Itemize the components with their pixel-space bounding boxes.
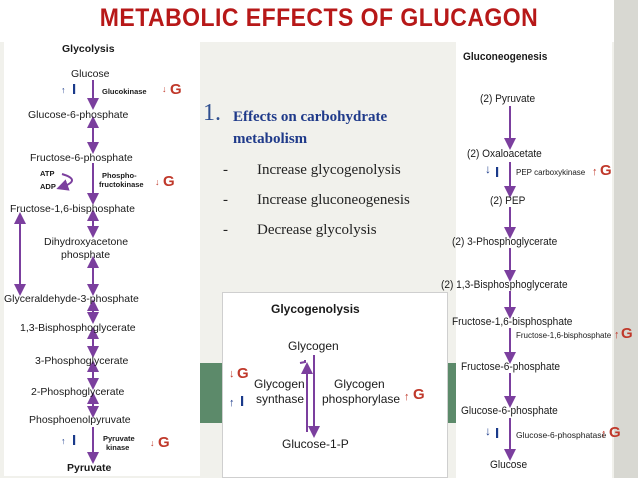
glucagon-icon-6: G	[600, 162, 612, 179]
glycogenolysis-glycogen: Glycogen	[288, 339, 339, 353]
insulin-up-arrow-2: ↑	[61, 436, 66, 446]
glucagon-up-arrow-1: ↑	[404, 391, 410, 403]
synthase-line1: Glycogen	[254, 377, 305, 391]
glycolysis-g6p: Glucose-6-phosphate	[28, 109, 129, 121]
gng-oaa: (2) Oxaloacetate	[467, 148, 542, 160]
glucagon-up-arrow-4: ↑	[601, 428, 607, 440]
glucagon-up-arrow-2: ↑	[592, 166, 598, 178]
gng-3pg: (2) 3-Phosphoglycerate	[452, 236, 558, 248]
glycolysis-f6p: Fructose-6-phosphate	[30, 152, 133, 164]
glycolysis-dhap-line1: Dihydroxyacetone	[44, 236, 129, 248]
glucagon-icon-3: G	[158, 434, 170, 451]
glycolysis-pep: Phosphoenolpyruvate	[29, 414, 131, 426]
adp-label: ADP	[40, 182, 56, 191]
glucagon-icon-1: G	[170, 81, 182, 98]
glycolysis-f16bp: Fructose-1,6-bisphosphate	[10, 203, 135, 215]
glycolysis-pyruvate: Pyruvate	[67, 462, 112, 474]
glucagon-icon-8: G	[609, 424, 621, 441]
gng-f16bp: Fructose-1,6-bisphosphate	[452, 316, 573, 328]
glucagon-icon-2: G	[163, 173, 175, 190]
glycolysis-dhap-line2: phosphate	[61, 249, 111, 261]
atp-label: ATP	[40, 169, 55, 178]
effects-heading: Effects on carbohydrate metabolism	[233, 106, 387, 150]
glycolysis-2pg: 2-Phosphoglycerate	[31, 386, 125, 398]
effects-heading-line1: Effects on carbohydrate	[233, 109, 388, 125]
glycolysis-3pg: 3-Phosphoglycerate	[35, 355, 129, 367]
insulin-down-arrow-2: ↓	[485, 424, 491, 438]
insulin-icon-3: I	[240, 393, 245, 410]
arrow-atp-adp	[56, 173, 73, 191]
enzyme-glucokinase: Glucokinase	[102, 87, 147, 96]
gng-g6p: Glucose-6-phosphate	[461, 405, 558, 417]
bullet-dash-1: -	[223, 162, 228, 178]
bullet-glycolysis: -Decrease glycolysis	[223, 222, 377, 238]
gng-bpg: (2) 1,3-Bisphosphoglycerate	[441, 279, 568, 291]
insulin-icon-1: I	[72, 81, 77, 98]
title-bar-background	[0, 0, 638, 42]
glycolysis-heading: Glycolysis	[62, 43, 115, 55]
gng-f6p: Fructose-6-phosphate	[461, 361, 561, 373]
insulin-icon-4: I	[495, 164, 500, 181]
gng-pep: (2) PEP	[490, 195, 526, 207]
bullet-dash-3: -	[223, 222, 228, 238]
phosphorylase-line1: Glycogen	[334, 377, 385, 391]
enzyme-g6pase: Glucose-6-phosphatase	[516, 430, 607, 440]
phosphorylase-line2: phosphorylase	[322, 392, 401, 406]
glycogen-stub	[299, 360, 306, 364]
bullet-glycogenolysis: -Increase glycogenolysis	[223, 162, 401, 178]
glycogenolysis-panel	[222, 292, 448, 478]
gluconeogenesis-heading: Gluconeogenesis	[463, 51, 548, 63]
glycolysis-bpg: 1,3-Bisphosphoglycerate	[20, 322, 136, 334]
insulin-icon-5: I	[495, 425, 500, 442]
enzyme-pk-line2: kinase	[106, 443, 130, 452]
glucagon-icon-5: G	[413, 386, 425, 403]
glucagon-icon-4: G	[237, 365, 249, 382]
point-number: 1.	[203, 100, 221, 126]
insulin-up-arrow-3: ↑	[229, 397, 235, 409]
enzyme-pk-line1: Pyruvate	[103, 434, 135, 443]
glycolysis-glucose: Glucose	[71, 68, 110, 80]
bullet-gluconeogenesis: -Increase gluconeogenesis	[223, 192, 410, 208]
insulin-up-arrow-1: ↑	[61, 85, 66, 95]
bullet-dash-2: -	[223, 192, 228, 208]
slide-title: METABOLIC EFFECTS OF GLUCAGON	[99, 4, 539, 32]
synthase-line2: synthase	[256, 392, 305, 406]
glucagon-down-arrow-1: ↓	[162, 84, 167, 94]
insulin-down-arrow-1: ↓	[485, 162, 491, 176]
gng-pyruvate: (2) Pyruvate	[480, 93, 536, 105]
enzyme-fbpase: Fructose-1,6-bisphosphate	[516, 331, 612, 340]
glucagon-up-arrow-3: ↑	[614, 329, 620, 341]
gluconeogenesis-panel	[456, 42, 612, 478]
glucagon-down-arrow-2: ↓	[155, 177, 160, 187]
glycolysis-g3p: Glyceraldehyde-3-phosphate	[4, 293, 139, 305]
glucagon-down-arrow-4: ↓	[229, 368, 235, 380]
effects-heading-line2: metabolism	[233, 131, 308, 147]
insulin-icon-2: I	[72, 432, 77, 449]
enzyme-pfk-line1: Phospho-	[102, 171, 137, 180]
glucagon-down-arrow-3: ↓	[150, 438, 155, 448]
enzyme-pfk-line2: fructokinase	[99, 180, 144, 189]
glycogenolysis-g1p: Glucose-1-P	[282, 437, 349, 451]
glycogenolysis-heading: Glycogenolysis	[271, 302, 360, 316]
enzyme-pepck: PEP carboxykinase	[516, 168, 586, 177]
glucagon-icon-7: G	[621, 325, 633, 342]
glycolysis-panel	[4, 40, 200, 476]
slide-edge-strip	[614, 0, 638, 478]
gng-glucose: Glucose	[490, 459, 528, 471]
